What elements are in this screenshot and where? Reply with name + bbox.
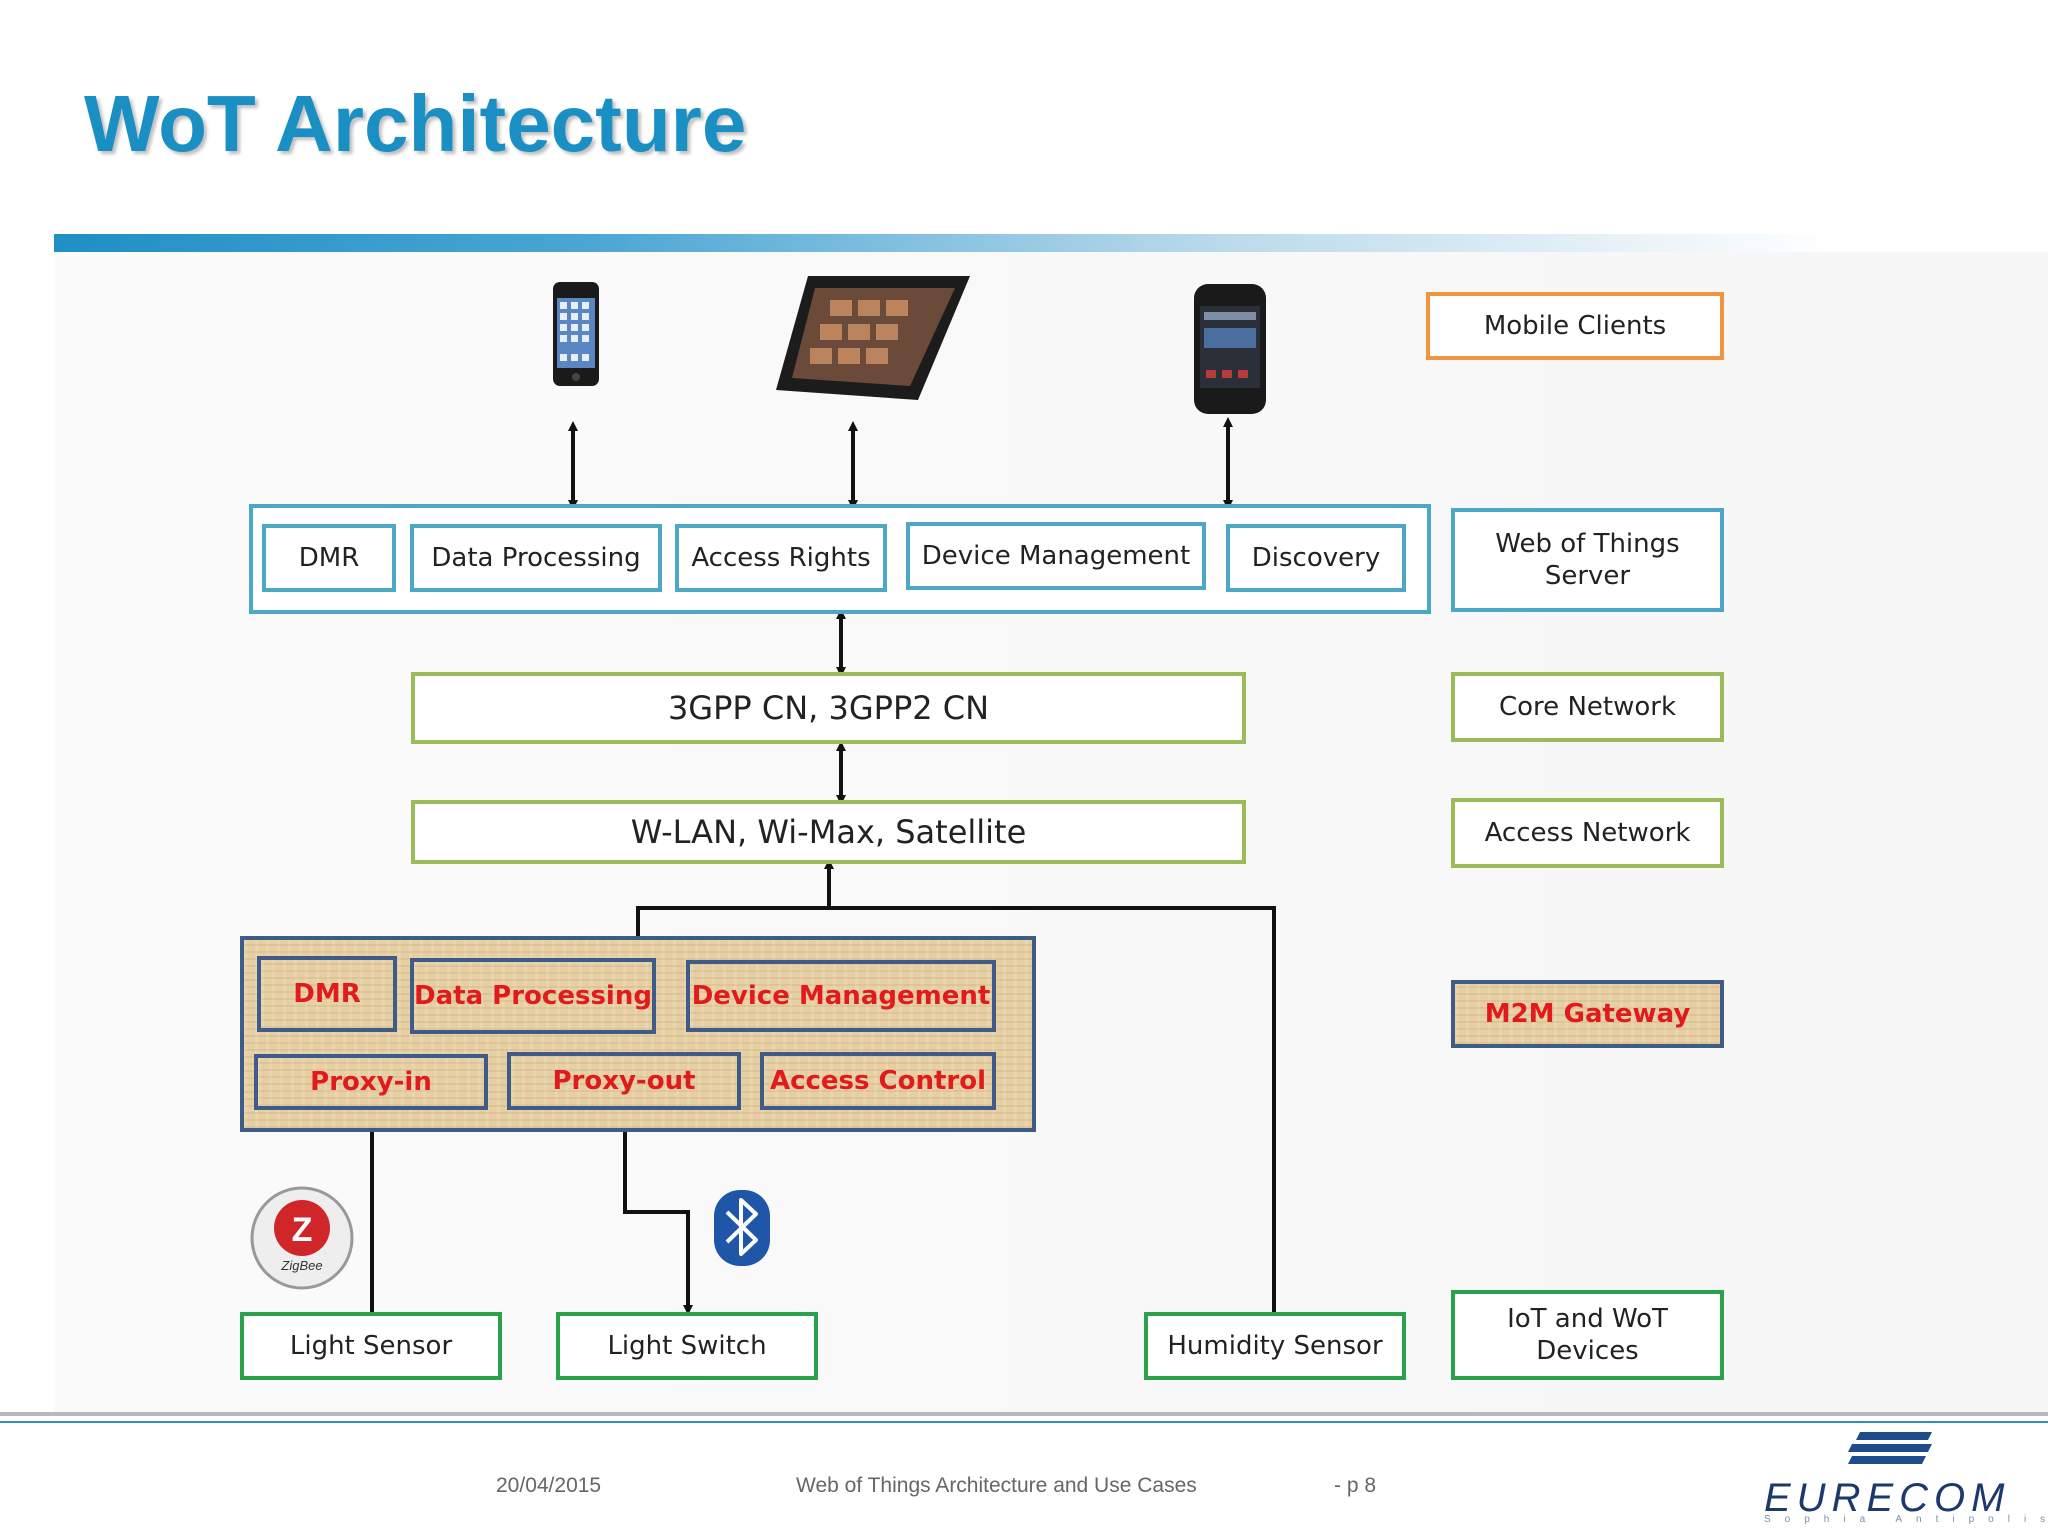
device-light-switch: Light Switch <box>556 1312 818 1380</box>
core-network-label: Core Network <box>1451 672 1724 742</box>
iphone-icon <box>553 282 599 386</box>
iot-wot-devices-label: IoT and WoT Devices <box>1451 1290 1724 1380</box>
android-phone-icon <box>1194 284 1266 414</box>
server-module-access-rights: Access Rights <box>675 524 887 592</box>
access-network-label: Access Network <box>1451 798 1724 868</box>
server-module-dmr: DMR <box>262 524 396 592</box>
bluetooth-icon <box>714 1190 770 1266</box>
gateway-module-dmr: DMR <box>257 956 397 1032</box>
device-humidity-sensor: Humidity Sensor <box>1144 1312 1406 1380</box>
slide-title: WoT Architecture <box>84 79 747 168</box>
tablet-icon <box>776 276 970 400</box>
zigbee-logo-icon: Z ZigBee <box>250 1186 354 1290</box>
footer-page-number: - p 8 <box>1334 1474 1377 1497</box>
eurecom-logo-text: EURECOM <box>1764 1476 2011 1520</box>
zigbee-letter: Z <box>292 1211 313 1249</box>
device-light-sensor: Light Sensor <box>240 1312 502 1380</box>
eurecom-logo-subtitle: Sophia Antipolis <box>1764 1514 2048 1525</box>
wot-server-label: Web of Things Server <box>1451 508 1724 612</box>
mobile-clients-label: Mobile Clients <box>1426 292 1724 360</box>
eurecom-logo-icon <box>1848 1432 1932 1464</box>
footer-presentation-title: Web of Things Architecture and Use Cases <box>796 1474 1197 1497</box>
gateway-module-proxy-in: Proxy-in <box>254 1054 488 1110</box>
footer-divider <box>0 1412 2048 1416</box>
footer-date: 20/04/2015 <box>496 1474 602 1497</box>
gateway-module-device-management: Device Management <box>686 960 996 1032</box>
server-module-discovery: Discovery <box>1226 524 1406 592</box>
gateway-module-data-processing: Data Processing <box>410 958 656 1034</box>
server-module-device-management: Device Management <box>906 522 1206 590</box>
core-network-box: 3GPP CN, 3GPP2 CN <box>411 672 1246 744</box>
footer-accent-line <box>0 1421 2048 1423</box>
m2m-gateway-label: M2M Gateway <box>1451 980 1724 1048</box>
gateway-module-proxy-out: Proxy-out <box>507 1052 741 1110</box>
title-underline-bar <box>54 234 1834 252</box>
zigbee-label: ZigBee <box>280 1258 322 1273</box>
gateway-module-access-control: Access Control <box>760 1052 996 1110</box>
access-network-box: W-LAN, Wi-Max, Satellite <box>411 800 1246 864</box>
server-module-data-processing: Data Processing <box>410 524 662 592</box>
